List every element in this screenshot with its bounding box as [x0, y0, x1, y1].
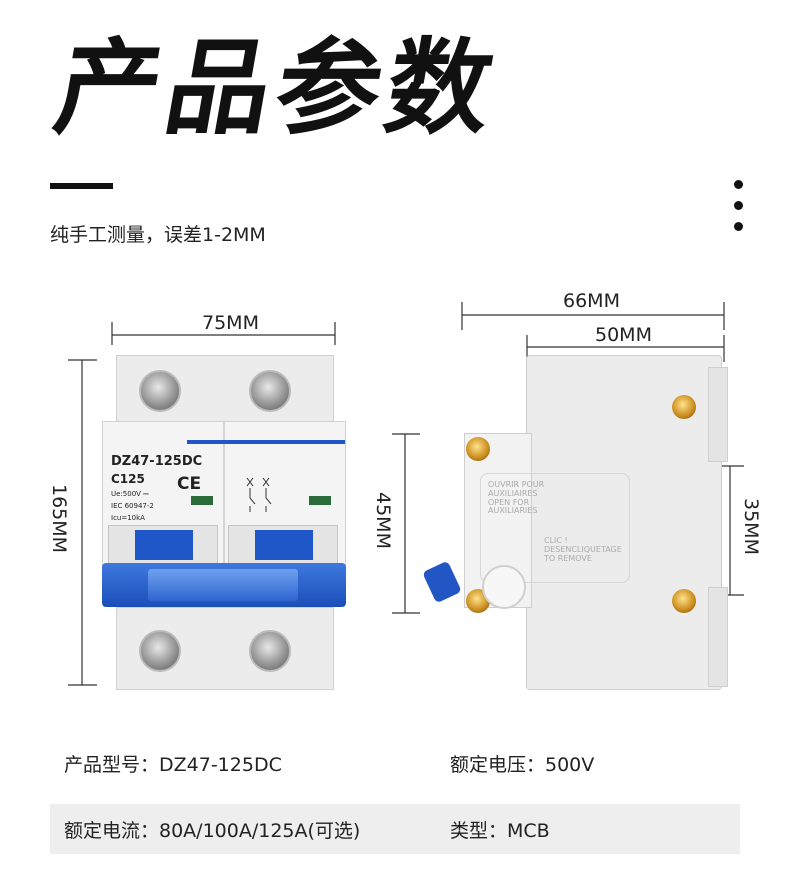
rivet-icon: [672, 589, 696, 613]
title-underline: [50, 183, 113, 189]
front-height-label: 165MM: [48, 484, 70, 554]
circuit-symbol-icon: [246, 477, 272, 512]
front-width-label: 75MM: [202, 312, 259, 334]
ce-mark: CE: [177, 474, 202, 494]
spec-model: 产品型号：DZ47-125DC: [64, 754, 282, 776]
rating-print: C125: [111, 472, 145, 486]
spec-voltage: 额定电压：500V: [450, 754, 595, 776]
icu-print: Icu=10kA: [111, 514, 145, 522]
blue-stripe: [187, 440, 345, 444]
toggle-handle-right[interactable]: [228, 525, 338, 565]
side-overall-width-label: 66MM: [563, 290, 620, 312]
top-terminal-block: [116, 355, 334, 423]
rivet-icon: [466, 437, 490, 461]
terminal-screw-icon: [139, 630, 181, 672]
terminal-screw-icon: [249, 630, 291, 672]
more-dots-icon: [734, 180, 744, 232]
voltage-print: Ue:500V ⎓: [111, 490, 149, 498]
handle-tie-bar[interactable]: [102, 563, 346, 607]
breaker-front-view: DZ47-125DC C125 CE Ue:500V ⎓ IEC 60947-2…: [102, 355, 346, 690]
measurement-note: 纯手工测量，误差1-2MM: [50, 224, 266, 246]
side-front-height-label: 45MM: [372, 492, 394, 549]
din-clip-tab[interactable]: [422, 560, 462, 604]
status-window: [191, 496, 213, 505]
standard-print: IEC 60947-2: [111, 502, 154, 510]
side-rail-height-label: 35MM: [740, 498, 762, 555]
spec-type: 类型：MCB: [450, 820, 550, 842]
terminal-screw-icon: [249, 370, 291, 412]
embossed-text-bottom: CLIC ! DESENCLIQUETAGE TO REMOVE: [544, 536, 622, 563]
breaker-side-view: OUVRIR POUR AUXILIAIRES OPEN FOR AUXILIA…: [420, 355, 730, 690]
model-print: DZ47-125DC: [111, 454, 203, 469]
terminal-screw-icon: [139, 370, 181, 412]
toggle-handle-left[interactable]: [108, 525, 218, 565]
bottom-terminal-block: [116, 607, 334, 690]
embossed-panel: [480, 473, 630, 583]
spec-row-2: 额定电流：80A/100A/125A(可选) 类型：MCB: [50, 804, 740, 854]
release-knob[interactable]: [482, 565, 526, 609]
rivet-icon: [672, 395, 696, 419]
side-body-width-label: 50MM: [595, 324, 652, 346]
spec-current: 额定电流：80A/100A/125A(可选): [64, 820, 361, 842]
spec-row-1: 产品型号：DZ47-125DC 额定电压：500V: [50, 738, 740, 788]
embossed-text-top: OUVRIR POUR AUXILIAIRES OPEN FOR AUXILIA…: [488, 480, 545, 516]
status-window: [309, 496, 331, 505]
